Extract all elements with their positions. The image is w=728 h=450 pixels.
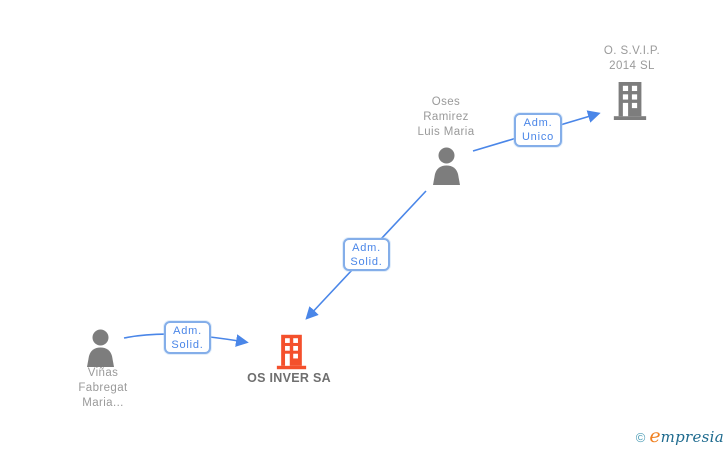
node-osinver[interactable] (276, 332, 307, 377)
node-label-line: Ramirez (423, 111, 469, 123)
node-label-line: O. S.V.I.P. (603, 45, 661, 57)
edge-label-line: Adm. (523, 117, 553, 129)
building-icon (276, 334, 307, 376)
node-label-osinver: OS INVER SA (247, 371, 331, 385)
node-label-line: Viñas (87, 367, 119, 379)
person-icon (430, 147, 463, 189)
person-icon (84, 329, 117, 371)
node-vinas[interactable] (84, 329, 117, 372)
node-label-line: 2014 SL (609, 60, 655, 72)
node-label-line: Fabregat (78, 382, 128, 394)
edge-label-line: Solid. (171, 338, 204, 351)
edge-label-line: Unico (521, 131, 555, 143)
brand-initial: e (649, 425, 661, 447)
node-osvip[interactable] (612, 82, 648, 125)
edge-label-line: Adm. (352, 241, 381, 254)
node-label-vinas: Viñas Fabregat Maria... (78, 366, 127, 411)
node-oses[interactable] (430, 147, 463, 190)
copyright-icon: © (635, 430, 646, 445)
edge-label-adm-solid-left[interactable]: Adm. Solid. (164, 321, 211, 354)
node-label-line: Luis Maria (417, 126, 475, 138)
node-label-line: Maria... (82, 397, 124, 409)
edge-label-line: Solid. (350, 255, 383, 268)
node-label-osvip: O. S.V.I.P. 2014 SL (604, 44, 660, 74)
node-label-line: Oses (431, 96, 461, 108)
brand-rest: mpresia (660, 428, 724, 446)
brand-wordmark: empresia (649, 425, 724, 447)
edge-label-line: Adm. (173, 324, 202, 337)
edge-label-adm-solid-middle[interactable]: Adm. Solid. (343, 238, 390, 271)
building-icon (612, 82, 648, 124)
edge-label-adm-unico[interactable]: Adm. Unico (514, 113, 562, 147)
node-label-oses: Oses Ramirez Luis Maria (417, 95, 474, 140)
empresia-logo[interactable]: © empresia (636, 425, 724, 447)
